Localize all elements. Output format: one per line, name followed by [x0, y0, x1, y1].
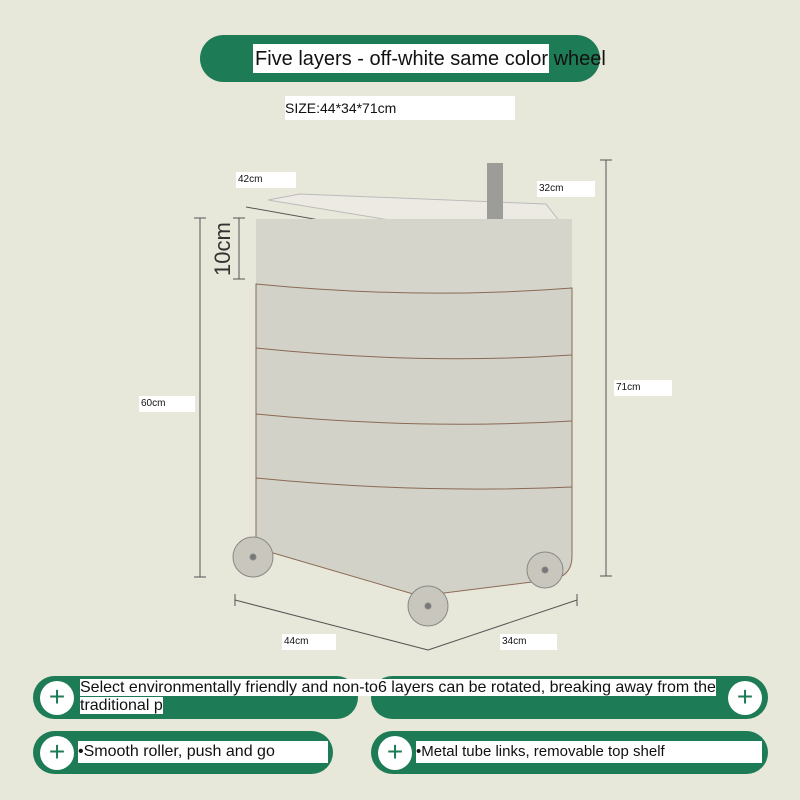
plus-icon: + — [40, 681, 74, 715]
feature-text-1: Select environmentally friendly and non-… — [80, 679, 724, 715]
feature-text-1-content: Select environmentally friendly and non-… — [80, 679, 716, 714]
plus-icon: + — [728, 681, 762, 715]
wheels — [232, 536, 564, 627]
cabinet-body — [255, 163, 573, 597]
base-width-label: 44cm — [282, 634, 336, 650]
layer-height-label-wrap: 10cm — [210, 222, 238, 276]
product-title: Five layers - off-white same color wheel — [253, 44, 606, 73]
total-height-label: 71cm — [614, 380, 672, 396]
top-depth-label: 32cm — [537, 181, 595, 197]
feature-text-2: •Smooth roller, push and go — [78, 741, 328, 763]
size-label: SIZE:44*34*71cm — [285, 96, 515, 120]
metal-tube — [487, 163, 503, 233]
plus-icon: + — [378, 736, 412, 770]
layer-height-label: 10cm — [210, 222, 235, 276]
feature-text-3: •Metal tube links, removable top shelf — [416, 741, 762, 763]
base-depth-label: 34cm — [500, 634, 557, 650]
plus-icon: + — [40, 736, 74, 770]
body-height-label: 60cm — [139, 396, 195, 412]
top-width-label: 42cm — [236, 172, 296, 188]
